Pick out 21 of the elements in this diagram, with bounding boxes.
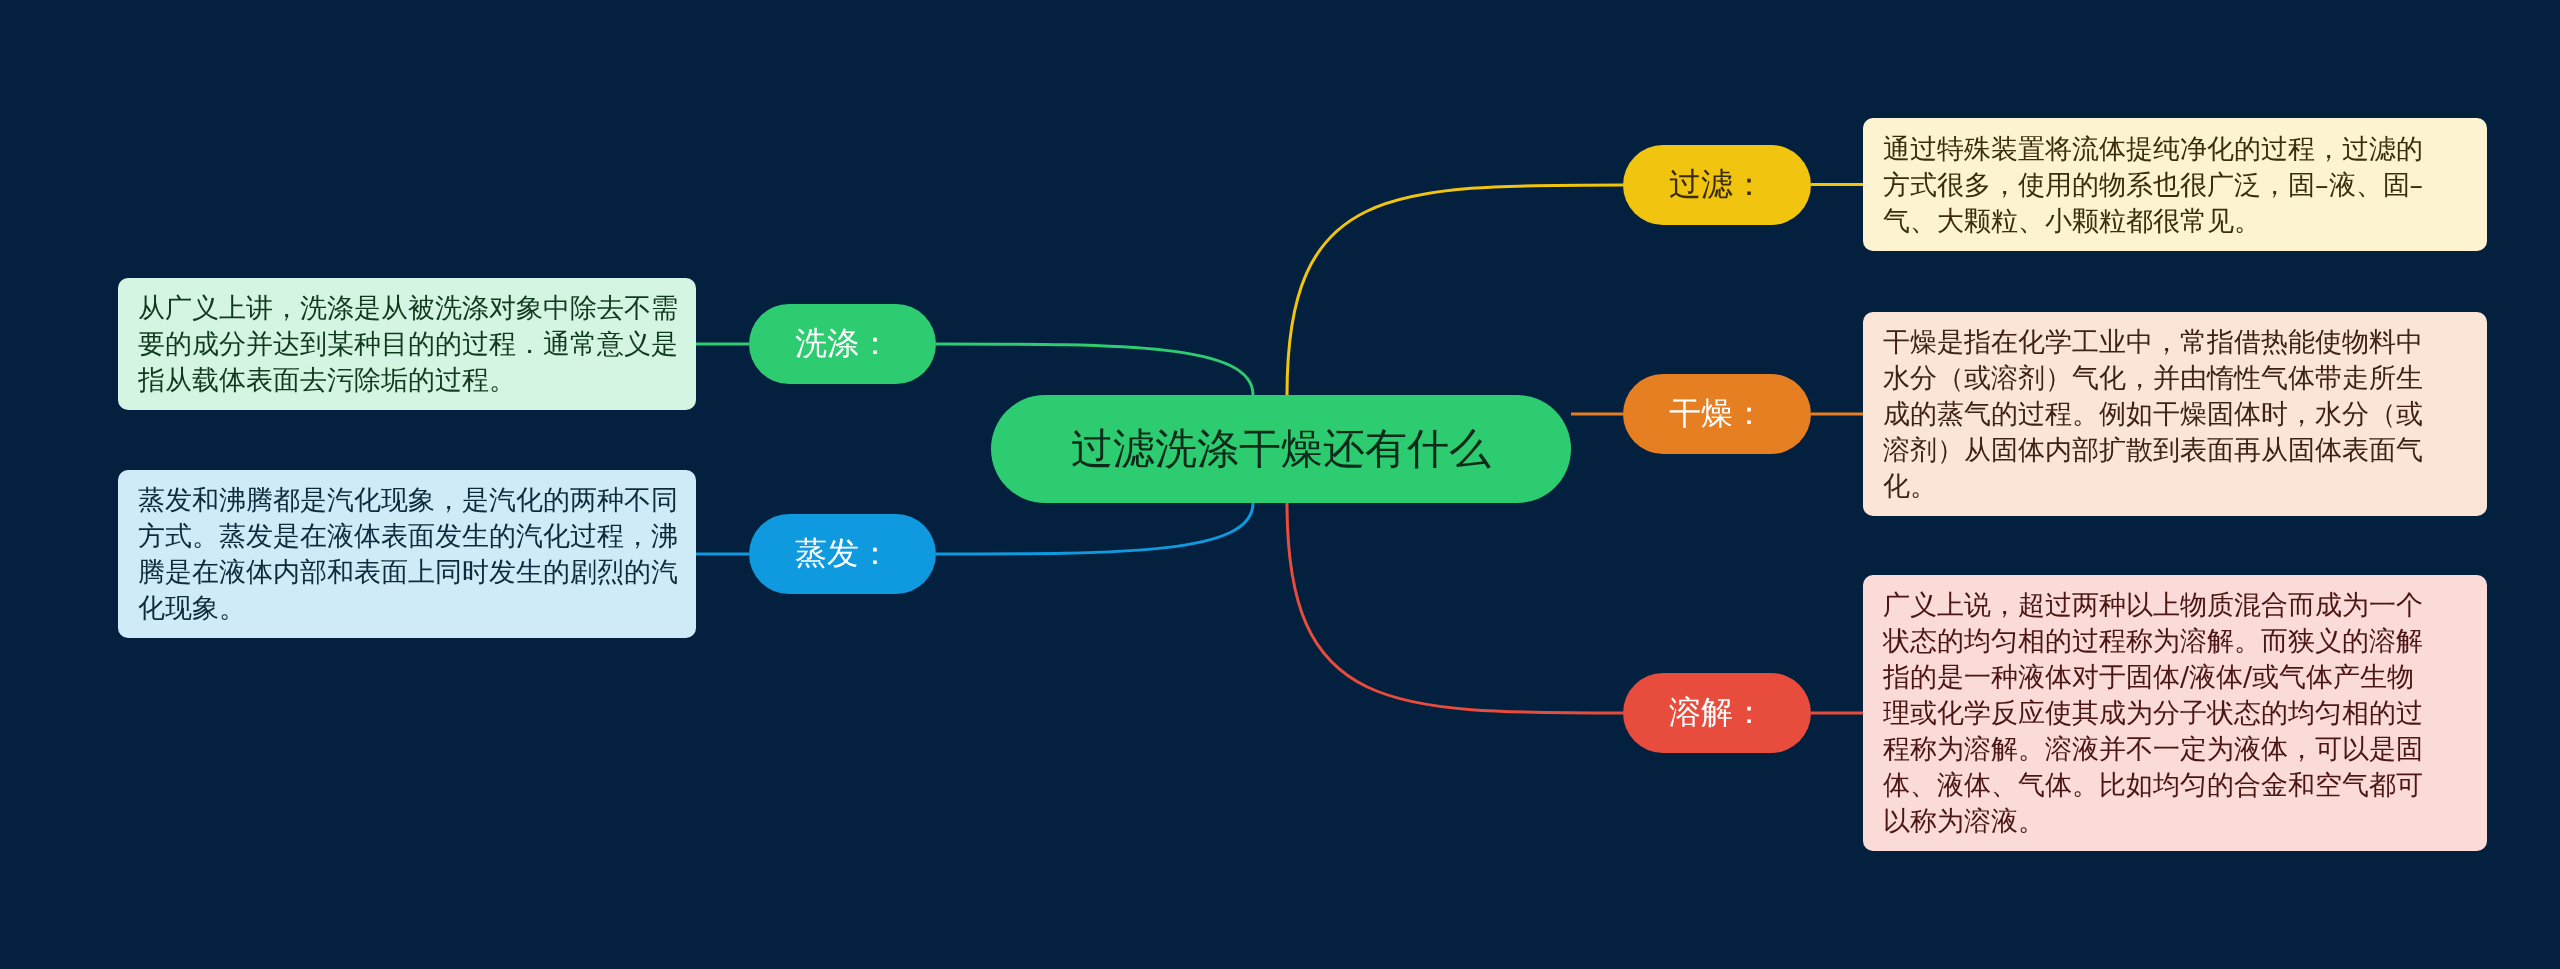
connector-line	[936, 502, 1255, 556]
connector-line	[1811, 412, 1863, 416]
connector-line	[1285, 502, 1623, 715]
connector-line	[936, 342, 1255, 396]
topic-pill: 过滤：	[1623, 145, 1811, 225]
connector-line	[1571, 412, 1623, 416]
central-topic-pill: 过滤洗涤干燥还有什么	[991, 395, 1571, 503]
connector-line	[1285, 183, 1623, 396]
connector-line	[1811, 711, 1863, 715]
connector-line	[1811, 183, 1863, 186]
connector-line	[696, 342, 749, 346]
description-box: 广义上说，超过两种以上物质混合而成为一个状态的均匀相的过程称为溶解。而狭义的溶解指的是一种液体对于固体/液体/或气体产生物理或化学反应使其成为分子状态的均匀相的过程称为溶解。溶液并不一定为液体，可以是固体、液体、气体。比如均匀的合金和空气都可以称为溶液。	[1863, 575, 2487, 851]
connector-line	[696, 552, 749, 556]
description-box: 蒸发和沸腾都是汽化现象，是汽化的两种不同方式。蒸发是在液体表面发生的汽化过程，沸腾是在液体内部和表面上同时发生的剧烈的汽化现象。	[118, 470, 696, 638]
description-box: 干燥是指在化学工业中，常指借热能使物料中水分（或溶剂）气化，并由惰性气体带走所生成的蒸气的过程。例如干燥固体时，水分（或溶剂）从固体内部扩散到表面再从固体表面气化。	[1863, 312, 2487, 516]
description-box: 从广义上讲，洗涤是从被洗涤对象中除去不需要的成分并达到某种目的的过程．通常意义是指从载体表面去污除垢的过程。	[118, 278, 696, 410]
description-box: 通过特殊装置将流体提纯净化的过程，过滤的方式很多，使用的物系也很广泛，固–液、固–气、大颗粒、小颗粒都很常见。	[1863, 118, 2487, 251]
topic-pill: 溶解：	[1623, 673, 1811, 753]
topic-pill: 蒸发：	[749, 514, 936, 594]
topic-pill: 干燥：	[1623, 374, 1811, 454]
topic-pill: 洗涤：	[749, 304, 936, 384]
